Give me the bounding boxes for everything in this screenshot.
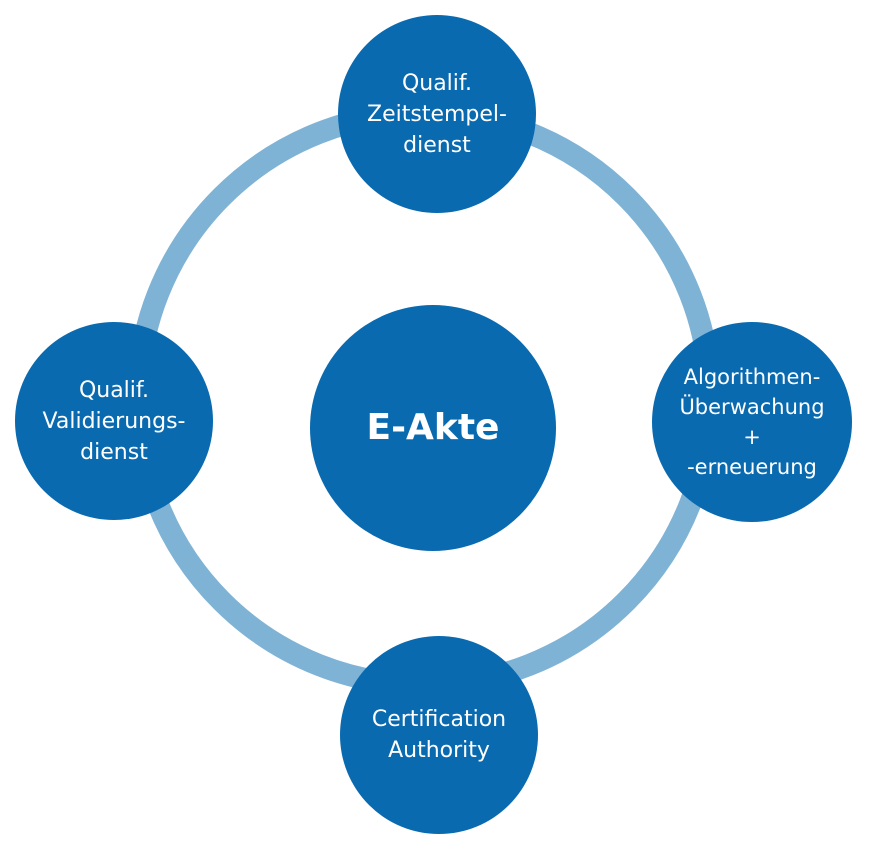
node-label: Algorithmen- Überwachung + -erneuerung [679,365,825,479]
node-qualified-validation-service: Qualif. Validierungs- dienst [15,322,213,520]
node-label: Certification Authority [371,707,507,763]
node-qualified-timestamp-service: Qualif. Zeitstempel- dienst [338,15,536,213]
node-certification-authority: Certification Authority [340,636,538,834]
node-label: Qualif. Validierungs- dienst [42,377,186,465]
node-algorithm-monitoring: Algorithmen- Überwachung + -erneuerung [652,322,852,522]
center-label: E-Akte [366,407,500,448]
node-e-akte-center: E-Akte [310,305,556,551]
node-label: Qualif. Zeitstempel- dienst [367,70,507,158]
